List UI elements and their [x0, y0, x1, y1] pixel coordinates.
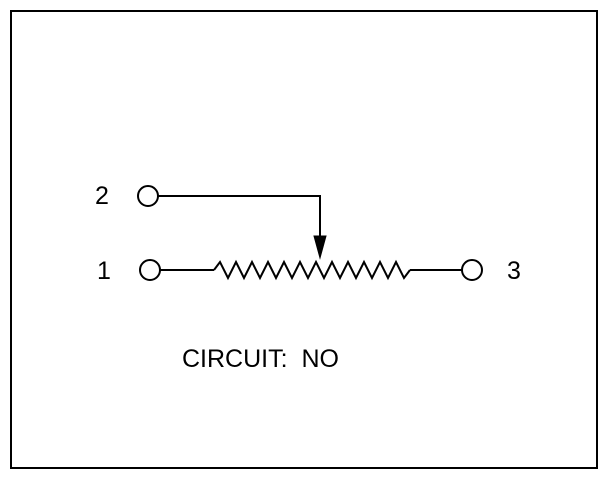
- resistor-element: [213, 259, 411, 281]
- diagram-frame: [10, 10, 598, 469]
- terminal-pin-2: [137, 185, 159, 207]
- wiper-arrow-icon: [313, 235, 327, 260]
- terminal-pin-1: [139, 259, 161, 281]
- wiper-lead: [158, 195, 321, 240]
- pin-1-label: 1: [97, 257, 111, 285]
- pin-2-label: 2: [95, 182, 109, 210]
- circuit-label: CIRCUIT: NO: [182, 345, 339, 373]
- pin-3-label: 3: [507, 257, 521, 285]
- terminal-pin-3: [461, 259, 483, 281]
